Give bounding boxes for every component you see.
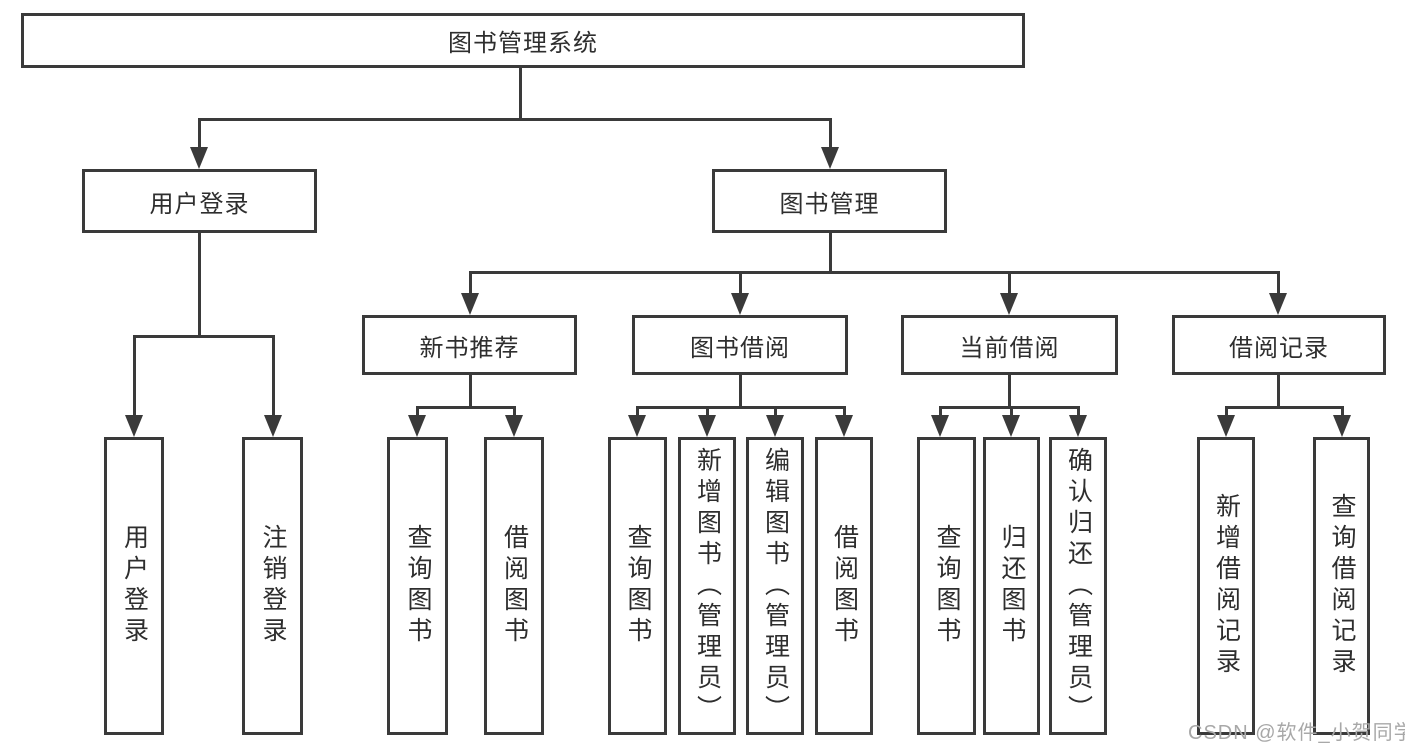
leaf-add-book-admin-label: 新增图书（管理员） bbox=[693, 446, 722, 726]
edge-root-trunk bbox=[519, 68, 522, 120]
node-current-borrow-label: 当前借阅 bbox=[959, 334, 1060, 362]
node-book-borrow-label: 图书借阅 bbox=[690, 334, 790, 362]
edge-drop bbox=[416, 406, 419, 417]
arrowhead-down-icon bbox=[1217, 415, 1235, 437]
arrowhead-down-icon bbox=[190, 147, 208, 169]
node-user-login: 用户登录 bbox=[82, 169, 317, 233]
leaf-logout-label: 注销登录 bbox=[259, 524, 287, 648]
leaf-edit-book-admin: 编辑图书（管理员） bbox=[746, 437, 804, 735]
leaf-borrow-books-borrow: 借阅图书 bbox=[815, 437, 873, 735]
leaf-add-book-admin: 新增图书（管理员） bbox=[678, 437, 736, 735]
leaf-query-books-recommend: 查询图书 bbox=[387, 437, 448, 735]
arrowhead-down-icon bbox=[264, 415, 282, 437]
leaf-query-books-recommend-label: 查询图书 bbox=[404, 524, 432, 648]
leaf-user-login: 用户登录 bbox=[104, 437, 164, 735]
arrowhead-down-icon bbox=[821, 147, 839, 169]
edge-drop bbox=[636, 406, 639, 417]
edge-to-current-borrow bbox=[1008, 271, 1011, 295]
edge-user-login-rail bbox=[133, 335, 274, 338]
leaf-borrow-books-recommend-label: 借阅图书 bbox=[500, 524, 529, 648]
arrowhead-down-icon bbox=[1002, 415, 1020, 437]
edge-drop bbox=[843, 406, 846, 417]
node-user-login-label: 用户登录 bbox=[149, 190, 250, 218]
leaf-borrow-books-recommend: 借阅图书 bbox=[484, 437, 544, 735]
edge-drop bbox=[1341, 406, 1344, 417]
edge-drop bbox=[774, 406, 777, 417]
edge-drop bbox=[1225, 406, 1228, 417]
edge-borrow-records-trunk bbox=[1277, 375, 1280, 409]
edge-drop bbox=[513, 406, 516, 417]
arrowhead-down-icon bbox=[461, 293, 479, 315]
leaf-add-borrow-record-label: 新增借阅记录 bbox=[1212, 493, 1241, 679]
arrowhead-down-icon bbox=[628, 415, 646, 437]
leaf-query-books-current: 查询图书 bbox=[917, 437, 976, 735]
arrowhead-down-icon bbox=[1269, 293, 1287, 315]
edge-to-borrow-records bbox=[1277, 271, 1280, 295]
edge-new-book-recommend-rail bbox=[416, 406, 516, 409]
leaf-add-borrow-record: 新增借阅记录 bbox=[1197, 437, 1255, 735]
leaf-edit-book-admin-label: 编辑图书（管理员） bbox=[761, 446, 790, 726]
arrowhead-down-icon bbox=[125, 415, 143, 437]
node-system-root-label: 图书管理系统 bbox=[448, 30, 598, 57]
arrowhead-down-icon bbox=[766, 415, 784, 437]
node-borrow-records: 借阅记录 bbox=[1172, 315, 1386, 375]
edge-user-login-trunk bbox=[198, 233, 201, 337]
leaf-user-login-label: 用户登录 bbox=[120, 524, 149, 648]
edge-to-new-book-recommend bbox=[469, 271, 472, 295]
leaf-borrow-books-borrow-label: 借阅图书 bbox=[830, 524, 859, 648]
watermark: CSDN @软件_小贺同学 bbox=[1188, 722, 1405, 744]
node-system-root: 图书管理系统 bbox=[21, 13, 1025, 68]
edge-new-book-recommend-trunk bbox=[469, 375, 472, 409]
arrowhead-down-icon bbox=[505, 415, 523, 437]
edge-root-to-user-login bbox=[198, 118, 201, 149]
arrowhead-down-icon bbox=[931, 415, 949, 437]
edge-book-borrow-trunk bbox=[739, 375, 742, 409]
node-current-borrow: 当前借阅 bbox=[901, 315, 1118, 375]
edge-current-borrow-rail bbox=[939, 406, 1080, 409]
arrowhead-down-icon bbox=[835, 415, 853, 437]
node-borrow-records-label: 借阅记录 bbox=[1229, 334, 1329, 362]
edge-to-leaf-user-login bbox=[133, 335, 136, 415]
leaf-logout: 注销登录 bbox=[242, 437, 303, 735]
edge-current-borrow-trunk bbox=[1008, 375, 1011, 409]
arrowhead-down-icon bbox=[1333, 415, 1351, 437]
edge-drop bbox=[1010, 406, 1013, 417]
leaf-return-book: 归还图书 bbox=[983, 437, 1040, 735]
edge-drop bbox=[939, 406, 942, 417]
edge-book-borrow-rail bbox=[636, 406, 845, 409]
leaf-query-books-borrow: 查询图书 bbox=[608, 437, 667, 735]
leaf-confirm-return-admin-label: 确认归还（管理员） bbox=[1064, 446, 1093, 726]
edge-borrow-records-rail bbox=[1225, 406, 1343, 409]
node-book-management: 图书管理 bbox=[712, 169, 947, 233]
arrowhead-down-icon bbox=[1069, 415, 1087, 437]
node-new-book-recommend: 新书推荐 bbox=[362, 315, 577, 375]
node-book-borrow: 图书借阅 bbox=[632, 315, 848, 375]
node-book-management-label: 图书管理 bbox=[779, 190, 880, 218]
edge-book-management-trunk bbox=[829, 233, 832, 274]
edge-root-rail bbox=[198, 118, 832, 121]
arrowhead-down-icon bbox=[1000, 293, 1018, 315]
leaf-query-borrow-record-label: 查询借阅记录 bbox=[1328, 493, 1356, 679]
edge-root-to-book-management bbox=[829, 118, 832, 149]
edge-book-management-rail bbox=[469, 271, 1280, 274]
edge-to-leaf-logout bbox=[272, 335, 275, 415]
leaf-query-books-current-label: 查询图书 bbox=[933, 524, 961, 648]
edge-to-book-borrow bbox=[739, 271, 742, 295]
edge-drop bbox=[1077, 406, 1080, 417]
node-new-book-recommend-label: 新书推荐 bbox=[419, 334, 520, 362]
arrowhead-down-icon bbox=[731, 293, 749, 315]
leaf-query-books-borrow-label: 查询图书 bbox=[624, 524, 652, 648]
edge-drop bbox=[706, 406, 709, 417]
arrowhead-down-icon bbox=[698, 415, 716, 437]
leaf-confirm-return-admin: 确认归还（管理员） bbox=[1049, 437, 1107, 735]
arrowhead-down-icon bbox=[408, 415, 426, 437]
leaf-return-book-label: 归还图书 bbox=[998, 524, 1026, 648]
leaf-query-borrow-record: 查询借阅记录 bbox=[1313, 437, 1370, 735]
